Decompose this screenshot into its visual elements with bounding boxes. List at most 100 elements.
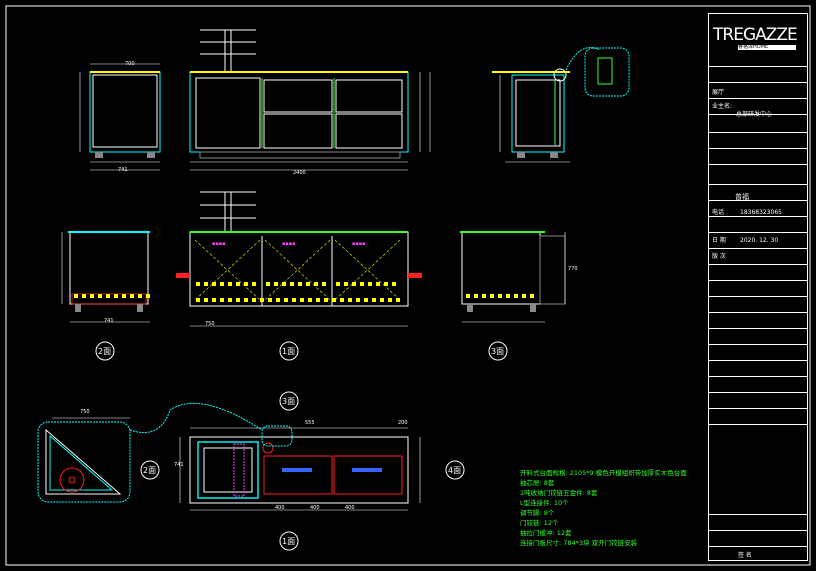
hardware-mark xyxy=(466,294,470,298)
hardware-mark xyxy=(352,282,356,286)
view-label-2: 2面 xyxy=(98,347,112,356)
hardware-mark xyxy=(138,294,142,298)
dim-top-side: 700 xyxy=(125,61,135,67)
hardware-mark xyxy=(244,282,248,286)
tb-row-1-label: 展厅 xyxy=(712,89,725,96)
dim-plan-555: 555 xyxy=(305,420,315,426)
svg-text:▪▪▪▪: ▪▪▪▪ xyxy=(352,241,366,247)
hardware-mark xyxy=(212,282,216,286)
hardware-mark xyxy=(506,294,510,298)
dim-plan-400a: 400 xyxy=(275,505,285,511)
front-view-top xyxy=(189,29,431,171)
hardware-mark xyxy=(122,294,126,298)
hardware-mark xyxy=(300,298,304,302)
dim-plan-400c: 400 xyxy=(345,505,355,511)
note-line-7: 抽拉门缓冲: 12套 xyxy=(520,529,572,537)
hardware-mark xyxy=(360,282,364,286)
hardware-mark xyxy=(274,282,278,286)
hardware-mark xyxy=(340,298,344,302)
hardware-mark xyxy=(114,294,118,298)
hardware-mark xyxy=(376,282,380,286)
hardware-mark xyxy=(106,294,110,298)
plan-view-label-2: 2面 xyxy=(143,466,157,475)
hardware-mark xyxy=(380,298,384,302)
hardware-mark xyxy=(82,294,86,298)
hardware-mark xyxy=(368,282,372,286)
hardware-mark xyxy=(336,282,340,286)
hardware-mark xyxy=(260,298,264,302)
hardware-mark xyxy=(268,298,272,302)
hardware-mark xyxy=(324,298,328,302)
hardware-mark xyxy=(236,298,240,302)
dim-height: 770 xyxy=(568,266,578,272)
hardware-mark xyxy=(236,282,240,286)
svg-text:▪▪▪▪: ▪▪▪▪ xyxy=(212,241,226,247)
hardware-mark xyxy=(332,298,336,302)
hardware-mark xyxy=(90,294,94,298)
hardware-mark xyxy=(284,298,288,302)
hardware-mark xyxy=(266,282,270,286)
dim-total-length: 2400 xyxy=(293,170,306,176)
hardware-mark xyxy=(212,298,216,302)
brand-logo-sub: 睿格泽HOME xyxy=(738,45,796,50)
hardware-mark xyxy=(204,298,208,302)
tb-date: 2020. 12. 30 xyxy=(740,237,779,244)
hardware-mark xyxy=(490,294,494,298)
note-line-1: 开料式台面规格: 2105*9 模色开模组织带加厚实木色台面 xyxy=(520,469,687,477)
corner-detail xyxy=(37,402,263,503)
hardware-mark xyxy=(396,298,400,302)
hardware-mark xyxy=(482,294,486,298)
plan-view-label-3: 3面 xyxy=(282,397,296,406)
hardware-mark xyxy=(314,282,318,286)
dim-plan-400b: 400 xyxy=(310,505,320,511)
note-line-5: 调节脚: 8个 xyxy=(520,509,555,517)
hardware-mark xyxy=(244,298,248,302)
title-block xyxy=(708,13,808,561)
hardware-mark xyxy=(322,282,326,286)
hardware-mark xyxy=(220,282,224,286)
tb-row-2-label: 业主名: xyxy=(712,103,733,110)
tb-phone: 18368323065 xyxy=(740,209,782,216)
dim-plan-200: 200 xyxy=(398,420,408,426)
hardware-mark xyxy=(74,294,78,298)
note-line-2: 抽芯屉: 8套 xyxy=(520,479,555,487)
hardware-mark xyxy=(348,298,352,302)
plan-view xyxy=(179,425,421,511)
dim-elev-depth: 741 xyxy=(104,318,114,324)
hardware-mark xyxy=(522,294,526,298)
view-label-3: 3面 xyxy=(491,347,505,356)
tb-designer: 曾福 xyxy=(735,193,749,201)
hardware-mark xyxy=(316,298,320,302)
dim-front-a: 750 xyxy=(205,321,215,327)
dim-plan-depth: 741 xyxy=(174,462,184,468)
hardware-mark xyxy=(228,298,232,302)
elevation-view-3 xyxy=(460,231,566,323)
view-markers xyxy=(95,341,508,551)
drawing-border xyxy=(5,5,811,566)
view-label-1: 1面 xyxy=(282,347,296,356)
hardware-mark xyxy=(392,282,396,286)
tb-sign-label: 签 名 xyxy=(738,552,752,559)
note-line-3: 1吨收纳门铰链五金件: 8套 xyxy=(520,489,598,497)
hardware-mark xyxy=(364,298,368,302)
hardware-mark xyxy=(196,282,200,286)
elevation-view-2 xyxy=(61,231,150,323)
hardware-mark xyxy=(252,282,256,286)
brand-logo: TREGAZZE xyxy=(713,25,798,45)
hardware-mark xyxy=(220,298,224,302)
hardware-mark xyxy=(282,282,286,286)
hardware-mark xyxy=(228,282,232,286)
hardware-mark xyxy=(252,298,256,302)
hardware-mark xyxy=(204,282,208,286)
hardware-mark xyxy=(372,298,376,302)
plan-view-label-1: 1面 xyxy=(282,537,296,546)
tb-version-label: 版 次 xyxy=(712,253,726,260)
hardware-mark xyxy=(308,298,312,302)
hardware-mark xyxy=(196,298,200,302)
side-view-left-top xyxy=(79,63,161,171)
view-label-4: 4面 xyxy=(448,466,462,475)
elevation-view-1: ▪▪▪▪ ▪▪▪▪ ▪▪▪▪ xyxy=(176,191,422,327)
tb-phone-label: 电话 xyxy=(712,209,725,216)
side-view-right-top xyxy=(492,47,630,163)
